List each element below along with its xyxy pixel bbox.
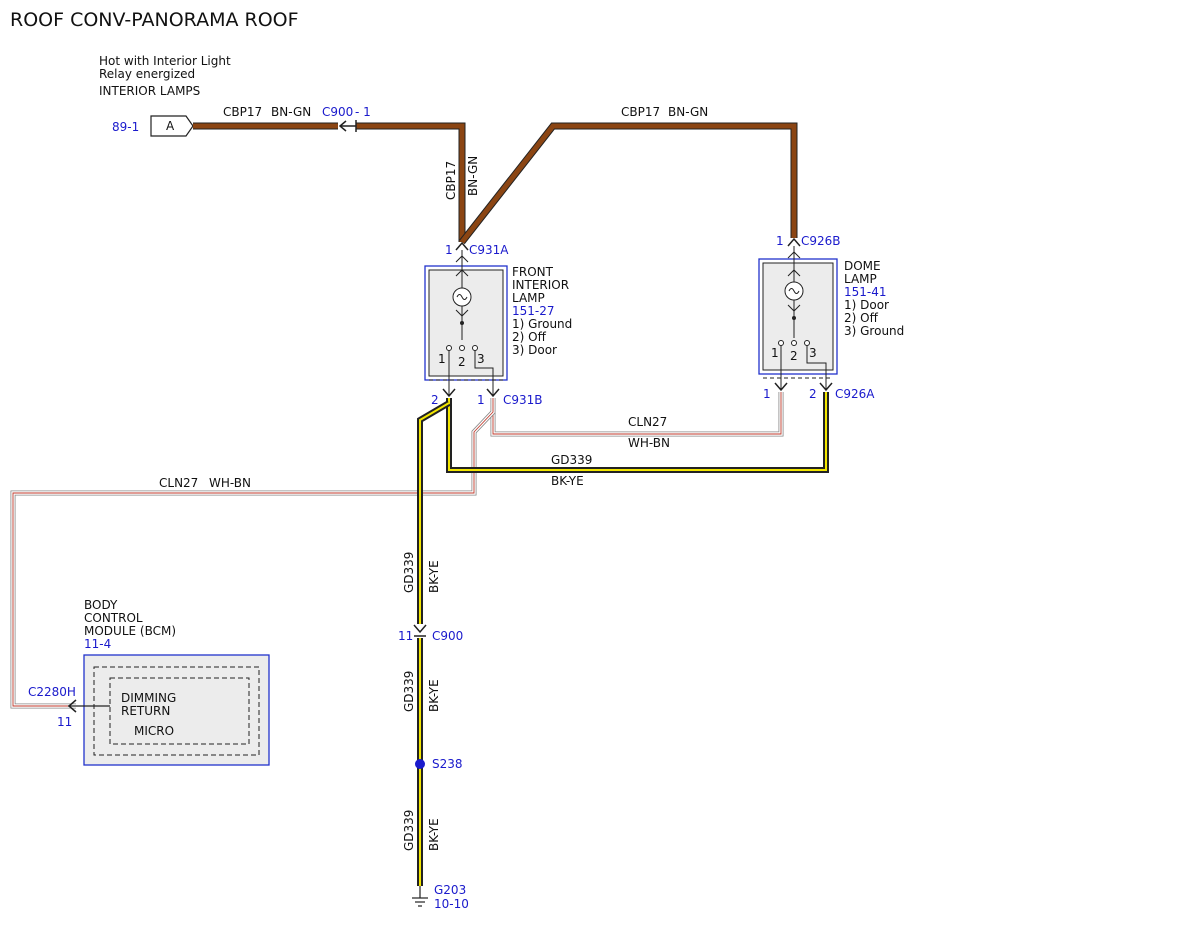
dome-lamp-opt1: 1) Door <box>844 298 889 312</box>
g203-ref: 10-10 <box>434 897 469 911</box>
label-bkye-v3: BK-YE <box>427 818 441 851</box>
c931a-pin: 1 <box>445 243 453 257</box>
c2280h-arrow <box>67 699 77 713</box>
bcm-module <box>83 654 270 766</box>
c900-top-pin: - 1 <box>355 105 371 119</box>
diagram-title: ROOF CONV-PANORAMA ROOF <box>10 9 299 31</box>
ref-89-1: 89-1 <box>112 120 139 134</box>
connector-a-label: A <box>166 119 175 133</box>
bcm-title-2: CONTROL <box>84 611 143 625</box>
label-bngn-1: BN-GN <box>271 105 311 119</box>
wire-cln27 <box>10 392 784 709</box>
s238-label: S238 <box>432 757 463 771</box>
c926a-pin2: 2 <box>809 387 817 401</box>
wire-gd339 <box>417 392 829 886</box>
c900-mid-pin: 11 <box>398 629 413 643</box>
bcm-inner-2: RETURN <box>121 704 170 718</box>
label-gd339-v3: GD339 <box>402 810 416 851</box>
c2280h-label: C2280H <box>28 685 76 699</box>
label-cbp17-1: CBP17 <box>223 105 262 119</box>
label-bkye-h: BK-YE <box>551 474 584 488</box>
c900-top-label: C900 <box>322 105 353 119</box>
c931b-pin2: 2 <box>431 393 439 407</box>
c926a-pin1: 1 <box>763 387 771 401</box>
wire-cbp17 <box>193 122 798 245</box>
c926b-pin: 1 <box>776 234 784 248</box>
hot-label-1: Hot with Interior Light <box>99 54 231 68</box>
bcm-inner-1: DIMMING <box>121 691 176 705</box>
label-bngn-vert: BN-GN <box>466 156 480 196</box>
c900-mid-label: C900 <box>432 629 463 643</box>
dome-lamp-title-1: DOME <box>844 259 881 273</box>
front-lamp-title-1: FRONT <box>512 265 554 279</box>
dome-lamp-opt2: 2) Off <box>844 311 879 325</box>
dome-lamp-pin2: 2 <box>790 349 798 363</box>
front-interior-lamp <box>424 250 508 381</box>
front-lamp-pin2: 2 <box>458 355 466 369</box>
connector-a-shape <box>150 115 194 137</box>
label-cln27-1: CLN27 <box>628 415 667 429</box>
c931a-label: C931A <box>469 243 509 257</box>
dome-lamp-title-2: LAMP <box>844 272 877 286</box>
dome-lamp <box>758 246 838 379</box>
c926a-label: C926A <box>835 387 875 401</box>
label-cbp17-vert: CBP17 <box>444 161 458 200</box>
c931a-arrow <box>455 241 469 251</box>
front-lamp-title-2: INTERIOR <box>512 278 569 292</box>
c2280h-pin: 11 <box>57 715 72 729</box>
label-cbp17-2: CBP17 <box>621 105 660 119</box>
label-bkye-v2: BK-YE <box>427 679 441 712</box>
front-lamp-title-3: LAMP <box>512 291 545 305</box>
c926b-label: C926B <box>801 234 841 248</box>
dome-lamp-pin1: 1 <box>771 346 779 360</box>
bcm-ref: 11-4 <box>84 637 111 651</box>
label-cln27-2: CLN27 <box>159 476 198 490</box>
hot-label-3: INTERIOR LAMPS <box>99 84 200 98</box>
label-whbn-2: WH-BN <box>209 476 251 490</box>
front-lamp-pin1: 1 <box>438 352 446 366</box>
c900-mid-arrow <box>413 624 427 634</box>
c926b-arrow <box>787 237 801 247</box>
front-lamp-opt3: 3) Door <box>512 343 557 357</box>
front-lamp-pin3: 3 <box>477 352 485 366</box>
dome-lamp-ref: 151-41 <box>844 285 887 299</box>
s238-splice-dot <box>415 759 425 769</box>
front-lamp-opt1: 1) Ground <box>512 317 572 331</box>
label-bkye-v1: BK-YE <box>427 560 441 593</box>
g203-label: G203 <box>434 883 466 897</box>
hot-label-2: Relay energized <box>99 67 195 81</box>
front-lamp-opt2: 2) Off <box>512 330 547 344</box>
label-gd339-v2: GD339 <box>402 671 416 712</box>
ground-icon <box>412 886 428 907</box>
label-bngn-2: BN-GN <box>668 105 708 119</box>
dome-lamp-pin3: 3 <box>809 346 817 360</box>
dome-lamp-opt3: 3) Ground <box>844 324 904 338</box>
bcm-title-3: MODULE (BCM) <box>84 624 176 638</box>
c900-top-arrow <box>338 120 356 132</box>
front-lamp-ref: 151-27 <box>512 304 555 318</box>
label-whbn-1: WH-BN <box>628 436 670 450</box>
c931b-pin1: 1 <box>477 393 485 407</box>
bcm-inner-3: MICRO <box>134 724 174 738</box>
label-gd339-h: GD339 <box>551 453 592 467</box>
label-gd339-v1: GD339 <box>402 552 416 593</box>
bcm-title-1: BODY <box>84 598 118 612</box>
c931b-label: C931B <box>503 393 543 407</box>
